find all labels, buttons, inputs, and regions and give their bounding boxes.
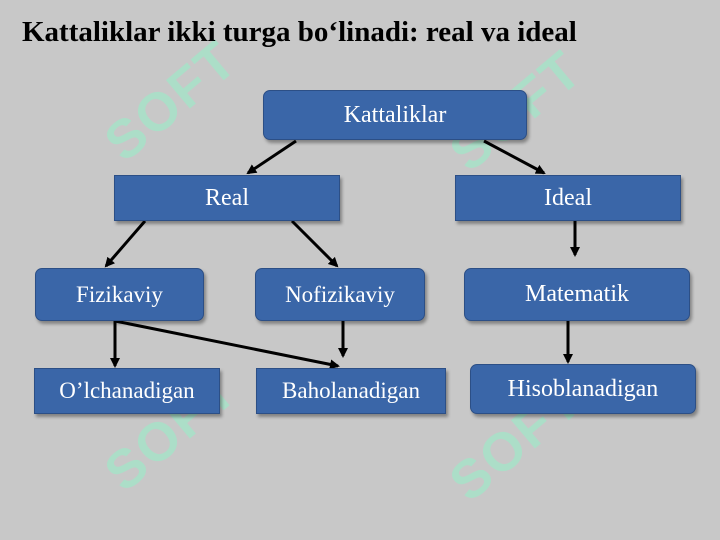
node-kattaliklar: Kattaliklar bbox=[263, 90, 527, 140]
node-ideal: Ideal bbox=[455, 175, 681, 221]
node-olchanadigan: O’lchanadigan bbox=[34, 368, 220, 414]
edge-root-ideal bbox=[483, 139, 546, 175]
node-baholanadigan: Baholanadigan bbox=[256, 368, 446, 414]
slide-title: Kattaliklar ikki turga bo‘linadi: real v… bbox=[22, 16, 577, 48]
node-fizikaviy: Fizikaviy bbox=[35, 268, 204, 321]
node-real: Real bbox=[114, 175, 340, 221]
edge-root-real bbox=[246, 139, 297, 175]
node-matematik: Matematik bbox=[464, 268, 690, 321]
node-hisoblanadigan: Hisoblanadigan bbox=[470, 364, 696, 414]
edge-real-nofizikaviy bbox=[290, 219, 339, 268]
node-nofizikaviy: Nofizikaviy bbox=[255, 268, 425, 321]
edge-real-fizikaviy bbox=[104, 220, 147, 268]
edge-fizikaviy-baholanadigan bbox=[114, 319, 340, 370]
